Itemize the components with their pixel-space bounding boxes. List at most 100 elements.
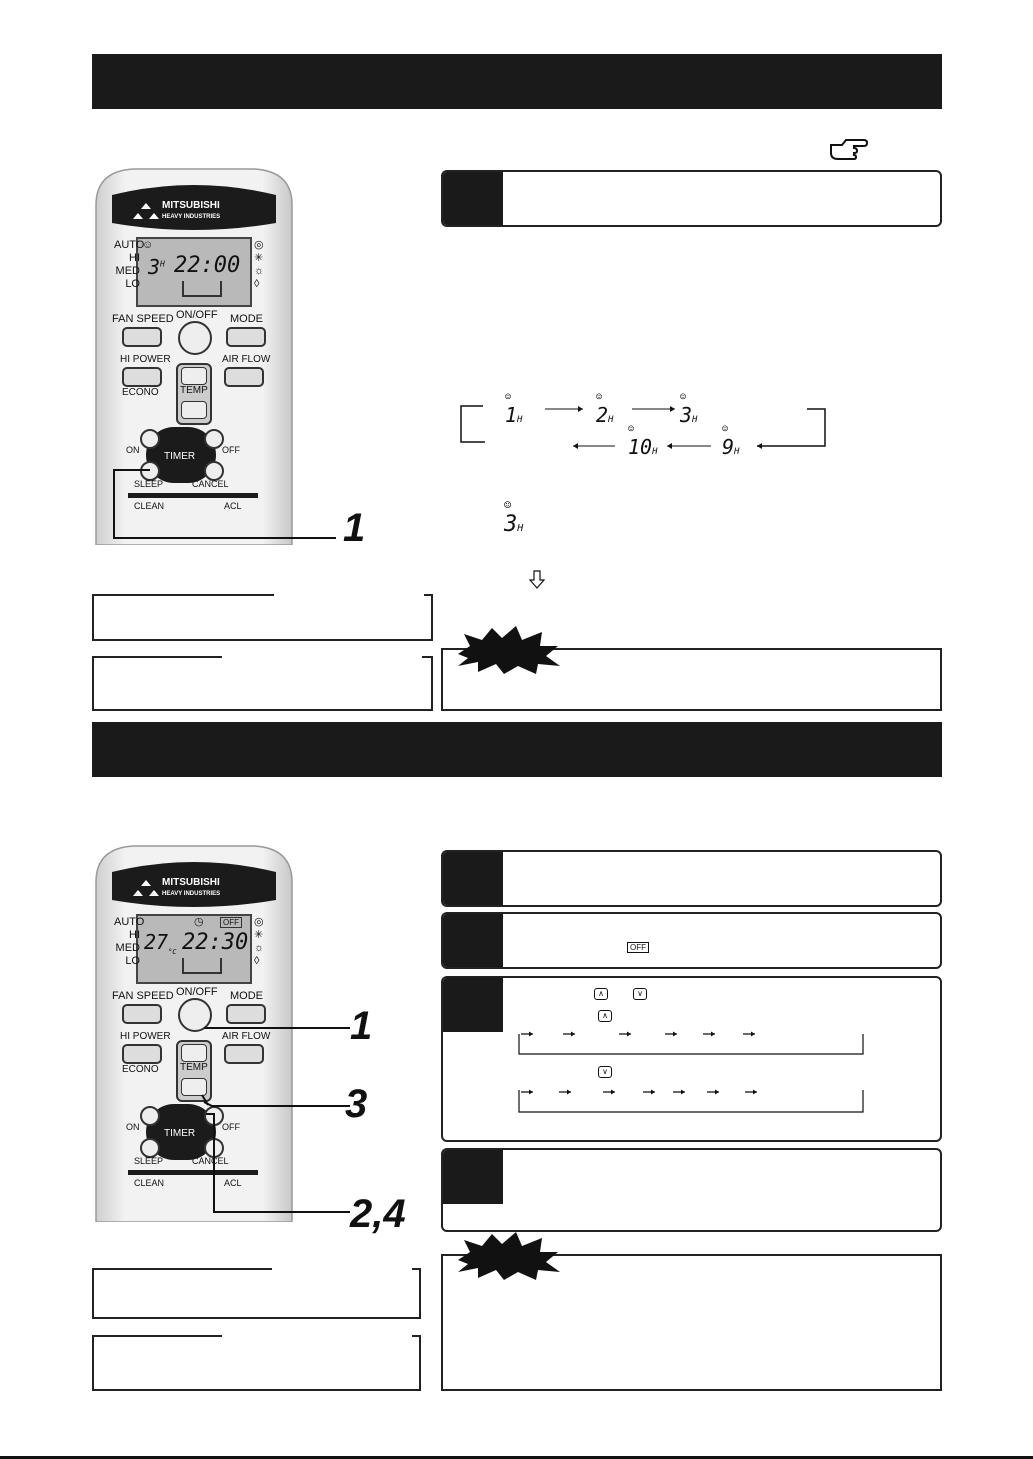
callout-line-sleep [113, 469, 336, 539]
hi-power-button[interactable] [122, 367, 162, 387]
clean-label: CLEAN [134, 501, 165, 511]
sleep-step-3h: ☺ 3H [680, 392, 698, 427]
cancel-label: CANCEL [192, 479, 229, 489]
heat-mode-icon: ☼ [254, 265, 265, 277]
info-box-2 [92, 656, 433, 711]
fan-speed-label: FAN SPEED [112, 313, 174, 325]
fan-mode-med: MED [115, 942, 140, 954]
pointing-hand-icon [830, 139, 868, 160]
fan-mode-hi: HI [129, 252, 140, 264]
auto-mode-icon: ◎ [254, 916, 264, 928]
sleep-step-2h: ☺ 2H [596, 392, 614, 427]
chevron-down-icon: ∨ [633, 988, 647, 1000]
fan-mode-med: MED [115, 265, 140, 277]
sleep-step-10h: ☺ 10H [628, 424, 658, 459]
sleep-button[interactable] [140, 1138, 160, 1158]
step-box-off-1 [441, 850, 942, 907]
info-box-3 [92, 1268, 421, 1319]
step-number-tab [443, 914, 503, 967]
temp-up-button[interactable] [181, 367, 207, 385]
timer-off-button[interactable] [204, 429, 224, 449]
hi-power-label: HI POWER [120, 354, 171, 365]
hi-power-button[interactable] [122, 1044, 162, 1064]
clock-icon: ◷ [194, 916, 204, 928]
box-tab-gap [272, 1268, 412, 1270]
sleep-label: SLEEP [134, 479, 164, 489]
callout-number-1: 1 [350, 1004, 373, 1048]
mode-label: MODE [230, 990, 263, 1002]
fan-mode-auto: AUTO [114, 239, 145, 251]
note-burst-icon [458, 626, 560, 674]
callout-number-2-4: 2,4 [350, 1192, 406, 1236]
timer-off-label: OFF [222, 445, 240, 455]
econo-label: ECONO [122, 387, 159, 398]
timer-on-button[interactable] [140, 429, 160, 449]
sleep-example-3h: ☺ 3H [504, 498, 524, 537]
temp-down-button[interactable] [181, 1078, 207, 1096]
sleep-face-icon: ☺ [142, 239, 154, 251]
sleep-label: SLEEP [134, 1156, 164, 1166]
auto-mode-icon: ◎ [254, 239, 264, 251]
lcd-off-badge: OFF [220, 917, 242, 928]
temp-up-button[interactable] [181, 1044, 207, 1062]
step-number-tab [443, 172, 503, 225]
cancel-button[interactable] [204, 461, 224, 481]
clean-label: CLEAN [134, 1178, 165, 1188]
clean-acl-strip [128, 1170, 258, 1175]
sleep-face-icon: ☺ [504, 498, 512, 512]
air-flow-button[interactable] [224, 367, 264, 387]
acl-label: ACL [224, 501, 242, 511]
info-box-1 [92, 594, 433, 641]
air-flow-label: AIR FLOW [222, 354, 271, 365]
sleep-face-icon: ☺ [680, 392, 687, 403]
lcd-temp: 27°C [144, 930, 177, 956]
sleep-sequence-diagram [460, 405, 826, 449]
box-tab-gap [222, 656, 422, 658]
note-box-bottom [441, 1254, 942, 1391]
step-box-off-4 [441, 1148, 942, 1232]
temp-label: TEMP [180, 385, 208, 396]
off-badge-icon: OFF [627, 942, 649, 953]
lcd-flap-icon [182, 281, 222, 297]
temp-label: TEMP [180, 1062, 208, 1073]
fan-speed-button[interactable] [122, 327, 162, 347]
timer-off-label: OFF [222, 1122, 240, 1132]
mode-button[interactable] [226, 1004, 266, 1024]
temp-up-sequence-arrows [518, 1031, 864, 1055]
step-number-tab [443, 1150, 503, 1204]
dry-mode-icon: ◊ [254, 955, 260, 967]
mode-icons: ◎ ✳ ☼ ◊ [254, 239, 264, 291]
clean-acl-strip [128, 493, 258, 498]
fan-mode-labels: AUTO HI MED LO [114, 239, 145, 291]
mode-icons: ◎ ✳ ☼ ◊ [254, 916, 264, 968]
fan-mode-hi: HI [129, 929, 140, 941]
step-box-sleep-1 [441, 170, 942, 227]
mode-button[interactable] [226, 327, 266, 347]
fan-speed-button[interactable] [122, 1004, 162, 1024]
on-off-label: ON/OFF [176, 986, 218, 998]
econo-label: ECONO [122, 1064, 159, 1075]
temp-down-sequence-arrows [518, 1089, 864, 1113]
callout-lines-off-timer [201, 1027, 350, 1213]
timer-on-button[interactable] [140, 1106, 160, 1126]
note-burst-icon [458, 1232, 560, 1280]
box-tab-gap [222, 1335, 412, 1337]
box-tab-gap [274, 594, 424, 596]
heat-mode-icon: ☼ [254, 942, 265, 954]
fan-mode-auto: AUTO [114, 916, 145, 928]
air-flow-button[interactable] [224, 1044, 264, 1064]
chevron-up-icon: ∧ [594, 988, 608, 1000]
temp-down-button[interactable] [181, 401, 207, 419]
cool-mode-icon: ✳ [254, 929, 264, 941]
timer-label: TIMER [164, 1128, 196, 1139]
sleep-face-icon: ☺ [628, 424, 635, 435]
on-off-label: ON/OFF [176, 309, 218, 321]
on-off-button[interactable] [178, 998, 212, 1032]
chevron-up-icon: ∧ [598, 1010, 612, 1022]
on-off-button[interactable] [178, 321, 212, 355]
section-banner-sleep-timer [92, 54, 942, 109]
step-number-tab [443, 978, 503, 1032]
